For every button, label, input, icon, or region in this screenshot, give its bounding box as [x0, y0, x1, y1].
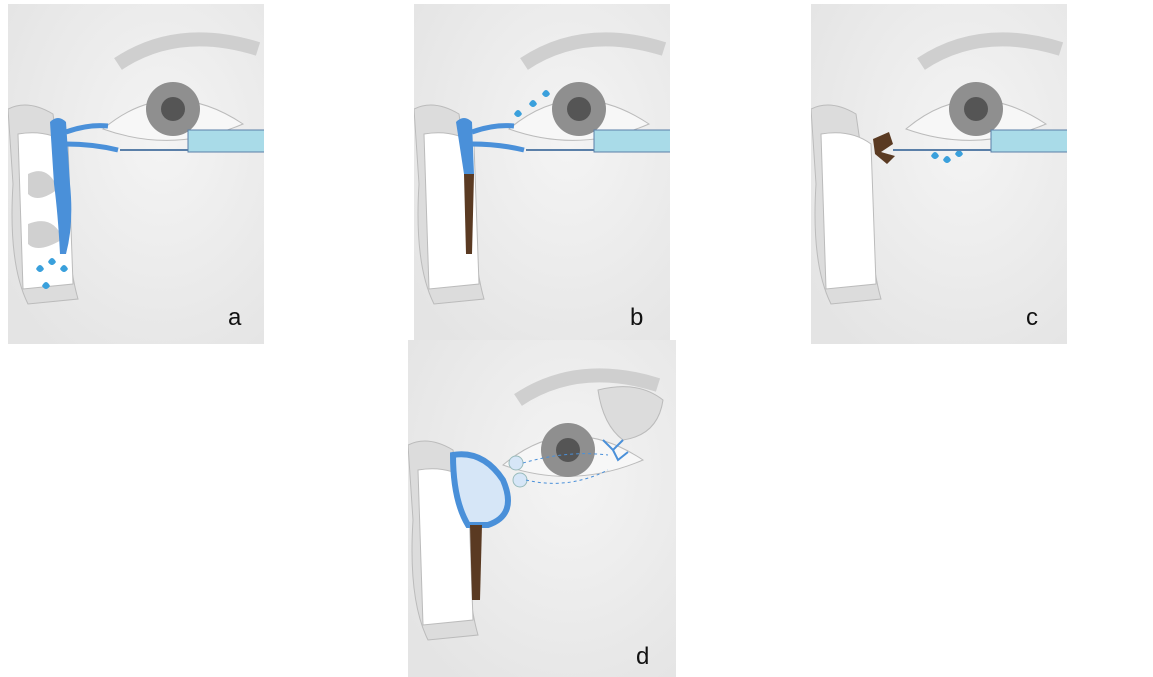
panel-c	[811, 4, 1067, 344]
panel-b	[414, 4, 670, 344]
pupil	[556, 438, 580, 462]
panel-label-d: d	[636, 645, 649, 669]
panel-b-illustration	[414, 4, 670, 344]
nasal-cavity	[821, 133, 876, 289]
panel-d-illustration	[408, 340, 676, 677]
duct-obstruction	[470, 525, 482, 600]
syringe-barrel	[594, 130, 670, 152]
panel-a	[8, 4, 264, 344]
panel-a-illustration	[8, 4, 264, 344]
panel-label-a: a	[228, 306, 241, 330]
syringe-barrel	[991, 130, 1067, 152]
pupil	[964, 97, 988, 121]
punctum-lower	[513, 473, 527, 487]
panel-label-c: c	[1026, 306, 1038, 330]
pupil	[161, 97, 185, 121]
panel-d	[408, 340, 676, 677]
punctum-upper	[509, 456, 523, 470]
panel-c-illustration	[811, 4, 1067, 344]
panel-label-b: b	[630, 306, 643, 330]
pupil	[567, 97, 591, 121]
syringe-barrel	[188, 130, 264, 152]
